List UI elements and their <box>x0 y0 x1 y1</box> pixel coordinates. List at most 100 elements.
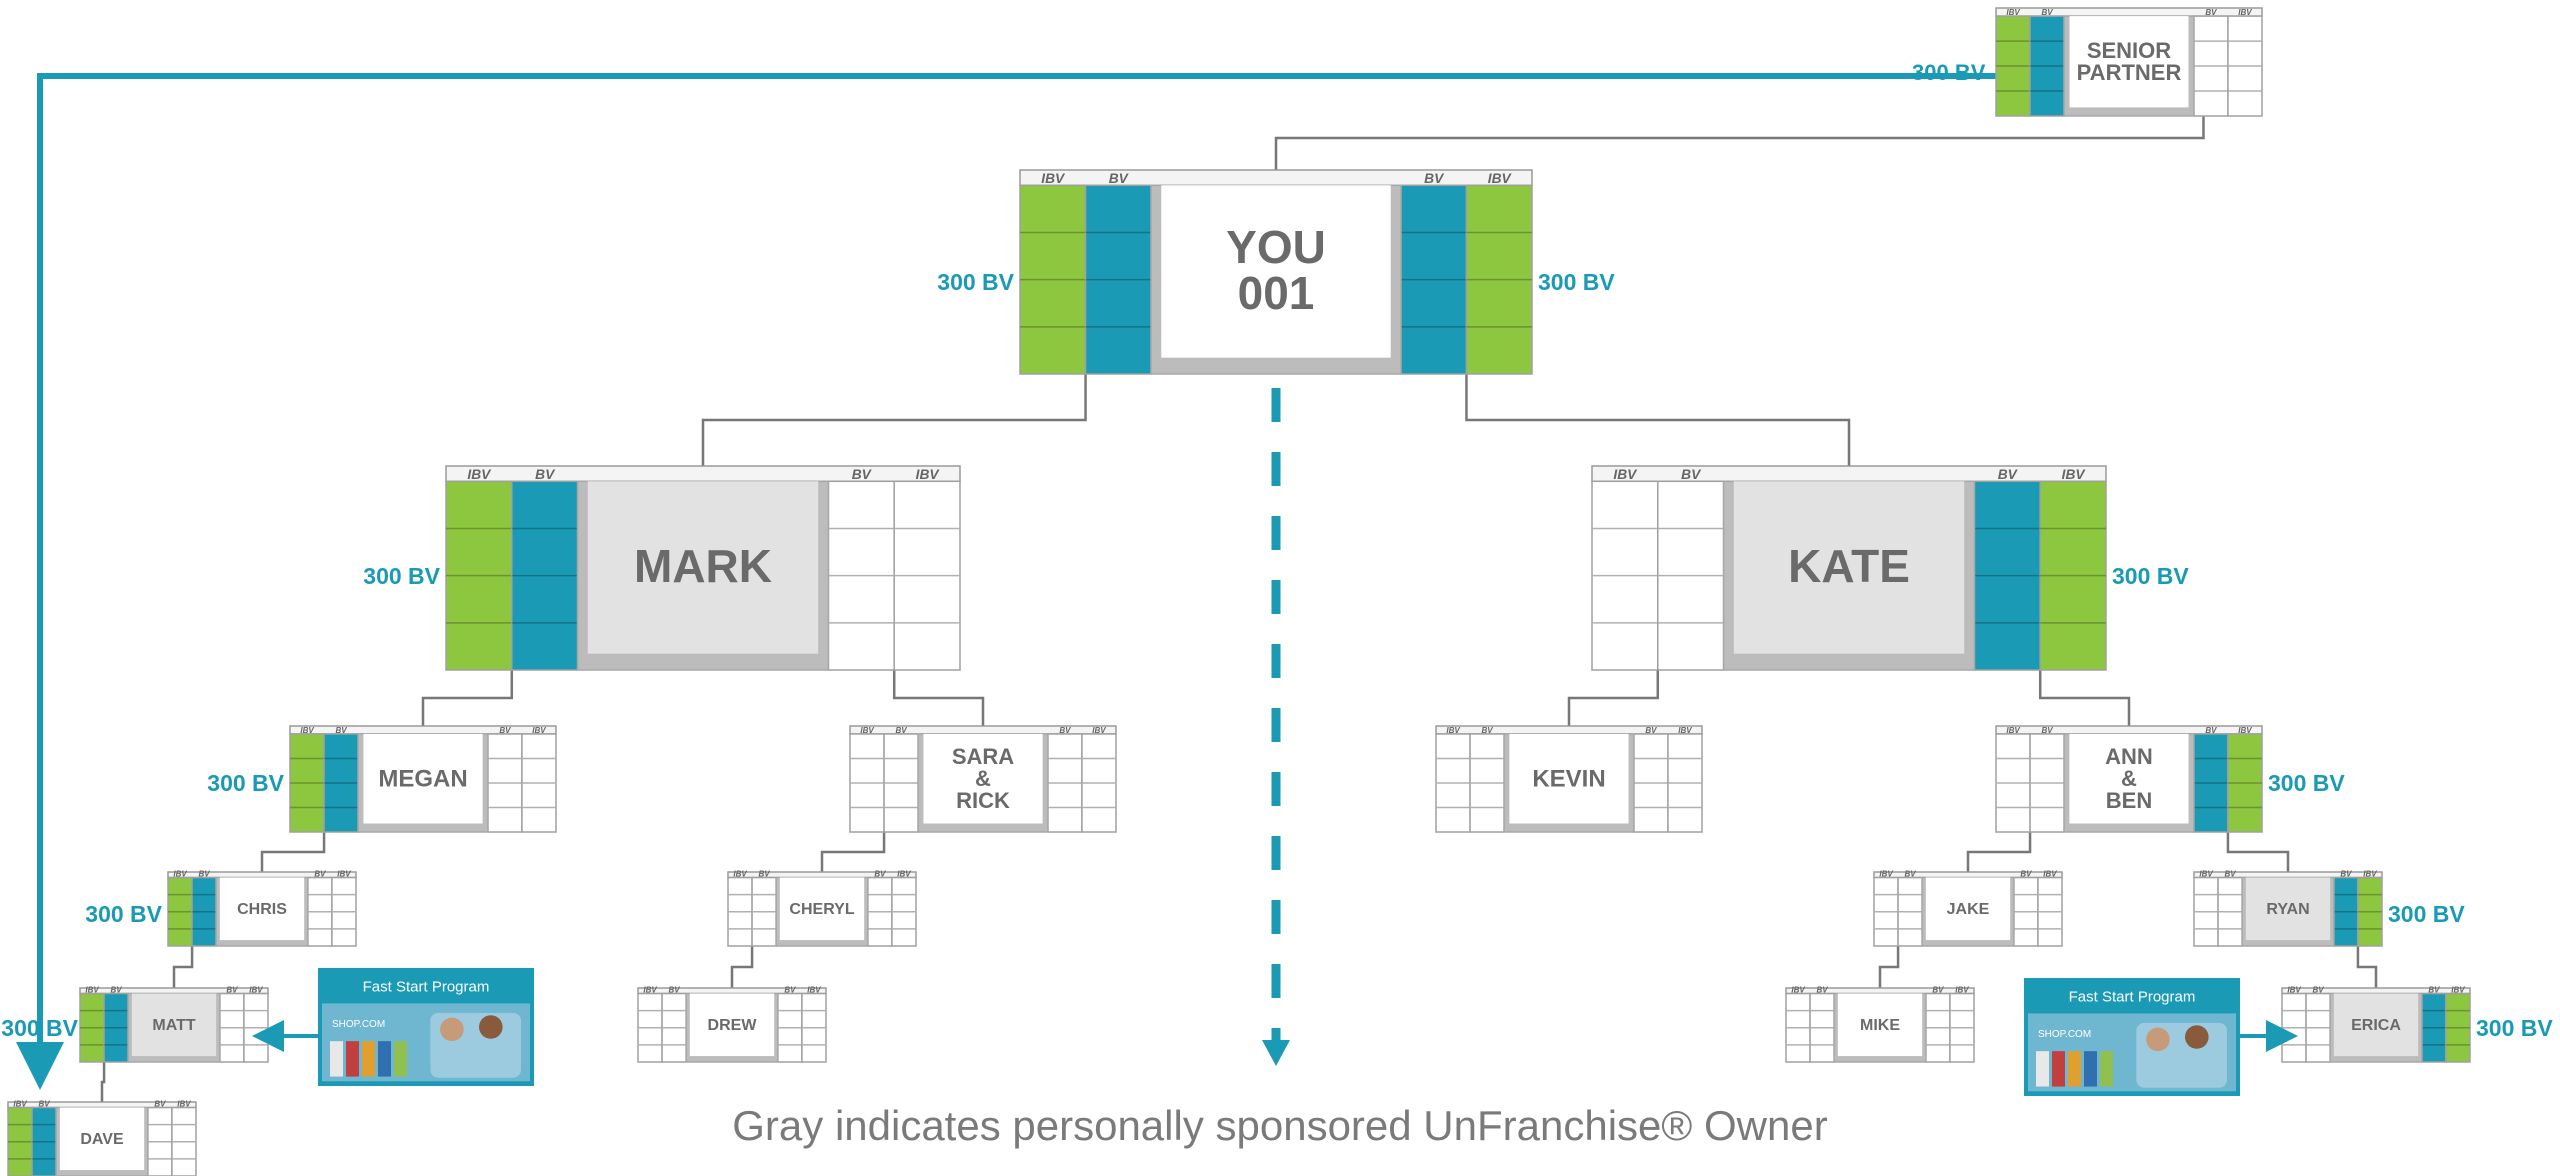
bv-label: 300 BV <box>2268 770 2345 796</box>
volume-column <box>323 733 359 833</box>
tree-connector <box>172 946 194 988</box>
person-name: SARA <box>952 744 1014 769</box>
column-header: IBV <box>249 986 263 995</box>
node-face <box>131 993 217 1057</box>
caption: Gray indicates personally sponsored UnFr… <box>732 1102 1827 1149</box>
promo-title: Fast Start Program <box>2069 989 2196 1006</box>
column-header: IBV <box>2238 726 2252 735</box>
column-header: IBV <box>532 726 546 735</box>
column-header: BV <box>2042 726 2054 735</box>
column-header: BV <box>314 870 326 879</box>
promo-product <box>2052 1051 2065 1087</box>
bv-label: 300 BV <box>2388 901 2465 927</box>
volume-column <box>2445 992 2471 1063</box>
column-header: IBV <box>13 1100 27 1109</box>
node-face <box>923 733 1043 824</box>
volume-column <box>1995 15 2031 117</box>
node-header <box>1995 725 2263 735</box>
volume-column <box>1465 184 1533 375</box>
person-name: ERICA <box>2351 1017 2401 1034</box>
node-face <box>2069 16 2189 108</box>
bv-label: 300 BV <box>207 770 284 796</box>
tree-connector <box>701 374 1087 466</box>
person-name: & <box>975 766 991 791</box>
person-name: SENIOR <box>2087 38 2171 63</box>
column-header: IBV <box>1041 171 1066 186</box>
column-header: IBV <box>467 467 492 482</box>
promo-product <box>346 1041 359 1077</box>
column-header: BV <box>2205 726 2217 735</box>
promo-product <box>362 1041 375 1077</box>
tree-connector <box>100 1062 106 1102</box>
bv-label: 300 BV <box>363 563 440 589</box>
column-header: BV <box>226 986 238 995</box>
volume-column <box>2227 733 2263 833</box>
node-header <box>7 1101 197 1109</box>
volume-column <box>167 876 193 947</box>
column-header: IBV <box>2006 8 2020 17</box>
column-header: IBV <box>177 1100 191 1109</box>
node-header <box>1591 465 2107 483</box>
column-header: IBV <box>2238 8 2252 17</box>
column-header: BV <box>2225 870 2237 879</box>
volume-column <box>1084 184 1152 375</box>
volume-column <box>7 1106 33 1176</box>
column-header: IBV <box>1678 726 1692 735</box>
tree-connector <box>1274 116 2205 170</box>
node-face <box>2245 877 2331 941</box>
node-header <box>289 725 557 735</box>
column-header: BV <box>336 726 348 735</box>
node-face <box>363 733 483 824</box>
node-header <box>1785 987 1975 995</box>
person-name: YOU <box>1226 221 1326 273</box>
spillover-paths <box>16 73 1996 1090</box>
column-header: IBV <box>916 467 941 482</box>
column-header: BV <box>1817 986 1829 995</box>
node-header <box>167 871 357 879</box>
person-name: KEVIN <box>1532 765 1605 792</box>
column-header: IBV <box>2363 870 2377 879</box>
bv-label: 300 BV <box>1538 269 1615 295</box>
promo-product <box>2068 1051 2081 1087</box>
volume-column <box>1973 480 2041 671</box>
column-header: BV <box>199 870 211 879</box>
column-header: IBV <box>337 870 351 879</box>
column-header: BV <box>1998 467 2019 482</box>
spillover-arrow <box>16 73 1996 1090</box>
volume-column <box>103 992 129 1063</box>
tree-connector <box>730 946 754 988</box>
person-name: DREW <box>708 1017 758 1034</box>
column-header: BV <box>784 986 796 995</box>
node-header <box>1995 7 2263 17</box>
node-face <box>2333 993 2419 1057</box>
tree-connector <box>892 670 985 726</box>
person-name: KATE <box>1788 540 1910 592</box>
person-name: JAKE <box>1947 901 1990 918</box>
volume-column <box>289 733 325 833</box>
node-header <box>849 725 1117 735</box>
column-header: IBV <box>643 986 657 995</box>
column-header: IBV <box>1791 986 1805 995</box>
column-header: BV <box>874 870 886 879</box>
node-header <box>445 465 961 483</box>
node-face <box>59 1107 145 1171</box>
node-face <box>689 993 775 1057</box>
arrow-head <box>1262 1040 1290 1066</box>
node-face <box>587 481 819 654</box>
tree-connector <box>1465 374 1851 466</box>
column-header: BV <box>2340 870 2352 879</box>
promo-logo: SHOP.COM <box>332 1019 385 1030</box>
bv-label: 300 BV <box>2476 1015 2553 1041</box>
node-face <box>1161 185 1391 358</box>
node-header <box>1435 725 1703 735</box>
column-header: IBV <box>300 726 314 735</box>
